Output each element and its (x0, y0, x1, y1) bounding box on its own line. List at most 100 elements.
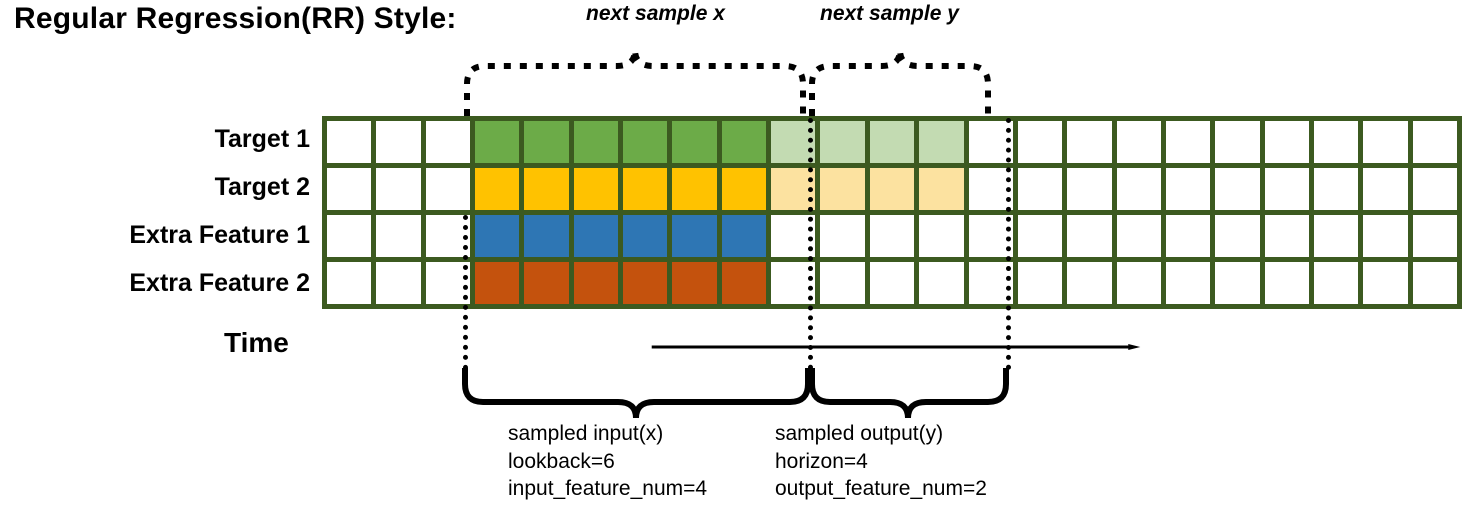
grid-cell-extra-feature-1-1 (376, 215, 421, 257)
page-title: Regular Regression(RR) Style: (14, 2, 457, 35)
grid-cell-target-1-3 (475, 121, 520, 163)
grid-cell-target-2-19 (1264, 168, 1309, 210)
grid-cell-target-1-10 (820, 121, 865, 163)
sampled-output-brace (809, 368, 1009, 419)
grid-cell-target-1-12 (919, 121, 964, 163)
sampled-output-featnum: output_feature_num=2 (775, 477, 987, 501)
grid-cell-extra-feature-1-10 (820, 215, 865, 257)
timeseries-grid (322, 116, 1462, 309)
sampled-output-caption: sampled output(y) (775, 422, 944, 445)
grid-cell-extra-feature-2-22 (1412, 262, 1457, 304)
grid-cell-target-2-12 (919, 168, 964, 210)
grid-cell-target-2-11 (869, 168, 915, 210)
grid-cell-target-2-14 (1017, 168, 1063, 210)
grid-cell-target-1-15 (1067, 121, 1112, 163)
grid-cell-target-2-21 (1363, 168, 1408, 210)
grid-cell-target-1-16 (1116, 121, 1161, 163)
grid-cell-extra-feature-1-12 (919, 215, 964, 257)
grid-cell-target-1-2 (425, 121, 471, 163)
grid-cell-target-2-15 (1067, 168, 1112, 210)
grid-cell-extra-feature-2-19 (1264, 262, 1309, 304)
next-sample-x-brace (464, 49, 806, 116)
grid-cell-extra-feature-2-21 (1363, 262, 1408, 304)
sampled-input-lookback: lookback=6 (508, 449, 615, 473)
grid-cell-target-2-3 (475, 168, 520, 210)
guide-line-output-end (1006, 118, 1011, 370)
grid-cell-extra-feature-2-14 (1017, 262, 1063, 304)
grid-cell-extra-feature-2-3 (475, 262, 520, 304)
grid-cell-target-1-1 (376, 121, 421, 163)
grid-cell-target-2-17 (1165, 168, 1211, 210)
grid-cell-target-1-14 (1017, 121, 1063, 163)
time-axis-arrow (651, 344, 1141, 350)
grid-cell-target-1-22 (1412, 121, 1457, 163)
grid-cell-target-1-20 (1313, 121, 1359, 163)
grid-cell-target-1-19 (1264, 121, 1309, 163)
grid-cell-extra-feature-1-18 (1215, 215, 1260, 257)
grid-cell-extra-feature-2-18 (1215, 262, 1260, 304)
grid-cell-target-2-22 (1412, 168, 1457, 210)
grid-cell-target-2-5 (573, 168, 619, 210)
grid-cell-extra-feature-1-0 (327, 215, 372, 257)
grid-cell-extra-feature-2-13 (968, 262, 1013, 304)
grid-cell-extra-feature-2-6 (623, 262, 668, 304)
grid-cell-extra-feature-1-22 (1412, 215, 1457, 257)
grid-cell-extra-feature-2-4 (524, 262, 569, 304)
grid-cell-target-2-18 (1215, 168, 1260, 210)
grid-cell-target-1-21 (1363, 121, 1408, 163)
grid-cell-extra-feature-2-16 (1116, 262, 1161, 304)
row-label-extra-feature-1: Extra Feature 1 (129, 221, 310, 249)
grid-cell-extra-feature-1-14 (1017, 215, 1063, 257)
row-label-target-2: Target 2 (214, 173, 310, 201)
grid-cell-extra-feature-1-7 (672, 215, 717, 257)
grid-cell-target-1-4 (524, 121, 569, 163)
grid-cell-target-2-6 (623, 168, 668, 210)
grid-cell-extra-feature-1-5 (573, 215, 619, 257)
sampled-input-featnum: input_feature_num=4 (508, 477, 708, 501)
grid-cell-extra-feature-1-20 (1313, 215, 1359, 257)
grid-cell-extra-feature-2-11 (869, 262, 915, 304)
grid-cell-target-2-13 (968, 168, 1013, 210)
grid-cell-target-2-4 (524, 168, 569, 210)
grid-cell-extra-feature-2-2 (425, 262, 471, 304)
grid-cell-extra-feature-2-17 (1165, 262, 1211, 304)
top-brace-caption-x: next sample x (586, 2, 725, 25)
row-label-extra-feature-2: Extra Feature 2 (129, 269, 310, 297)
grid-cell-extra-feature-1-8 (721, 215, 767, 257)
grid-cell-extra-feature-2-10 (820, 262, 865, 304)
grid-cell-target-2-0 (327, 168, 372, 210)
grid-cell-target-2-10 (820, 168, 865, 210)
grid-cell-extra-feature-2-0 (327, 262, 372, 304)
grid-cell-extra-feature-1-21 (1363, 215, 1408, 257)
next-sample-y-brace (809, 49, 991, 116)
grid-cell-extra-feature-2-1 (376, 262, 421, 304)
grid-cell-target-1-13 (968, 121, 1013, 163)
grid-cell-target-2-1 (376, 168, 421, 210)
sampled-output-horizon: horizon=4 (775, 449, 868, 473)
grid-cell-target-2-16 (1116, 168, 1161, 210)
grid-cell-extra-feature-2-15 (1067, 262, 1112, 304)
grid-cell-extra-feature-1-15 (1067, 215, 1112, 257)
grid-cell-target-1-0 (327, 121, 372, 163)
grid-cell-extra-feature-1-19 (1264, 215, 1309, 257)
grid-cell-extra-feature-2-12 (919, 262, 964, 304)
time-axis-label: Time (224, 327, 289, 358)
grid-cell-extra-feature-2-8 (721, 262, 767, 304)
grid-cell-target-2-8 (721, 168, 767, 210)
grid-cell-target-1-11 (869, 121, 915, 163)
grid-cell-extra-feature-1-13 (968, 215, 1013, 257)
grid-cell-target-2-7 (672, 168, 717, 210)
grid-cell-extra-feature-1-3 (475, 215, 520, 257)
grid-cell-target-1-5 (573, 121, 619, 163)
grid-cell-extra-feature-2-5 (573, 262, 619, 304)
grid-cell-extra-feature-1-6 (623, 215, 668, 257)
grid-cell-target-2-20 (1313, 168, 1359, 210)
grid-cell-extra-feature-1-16 (1116, 215, 1161, 257)
grid-cell-extra-feature-1-2 (425, 215, 471, 257)
grid-cell-target-1-8 (721, 121, 767, 163)
top-brace-caption-y: next sample y (820, 2, 959, 25)
grid-cell-extra-feature-1-4 (524, 215, 569, 257)
